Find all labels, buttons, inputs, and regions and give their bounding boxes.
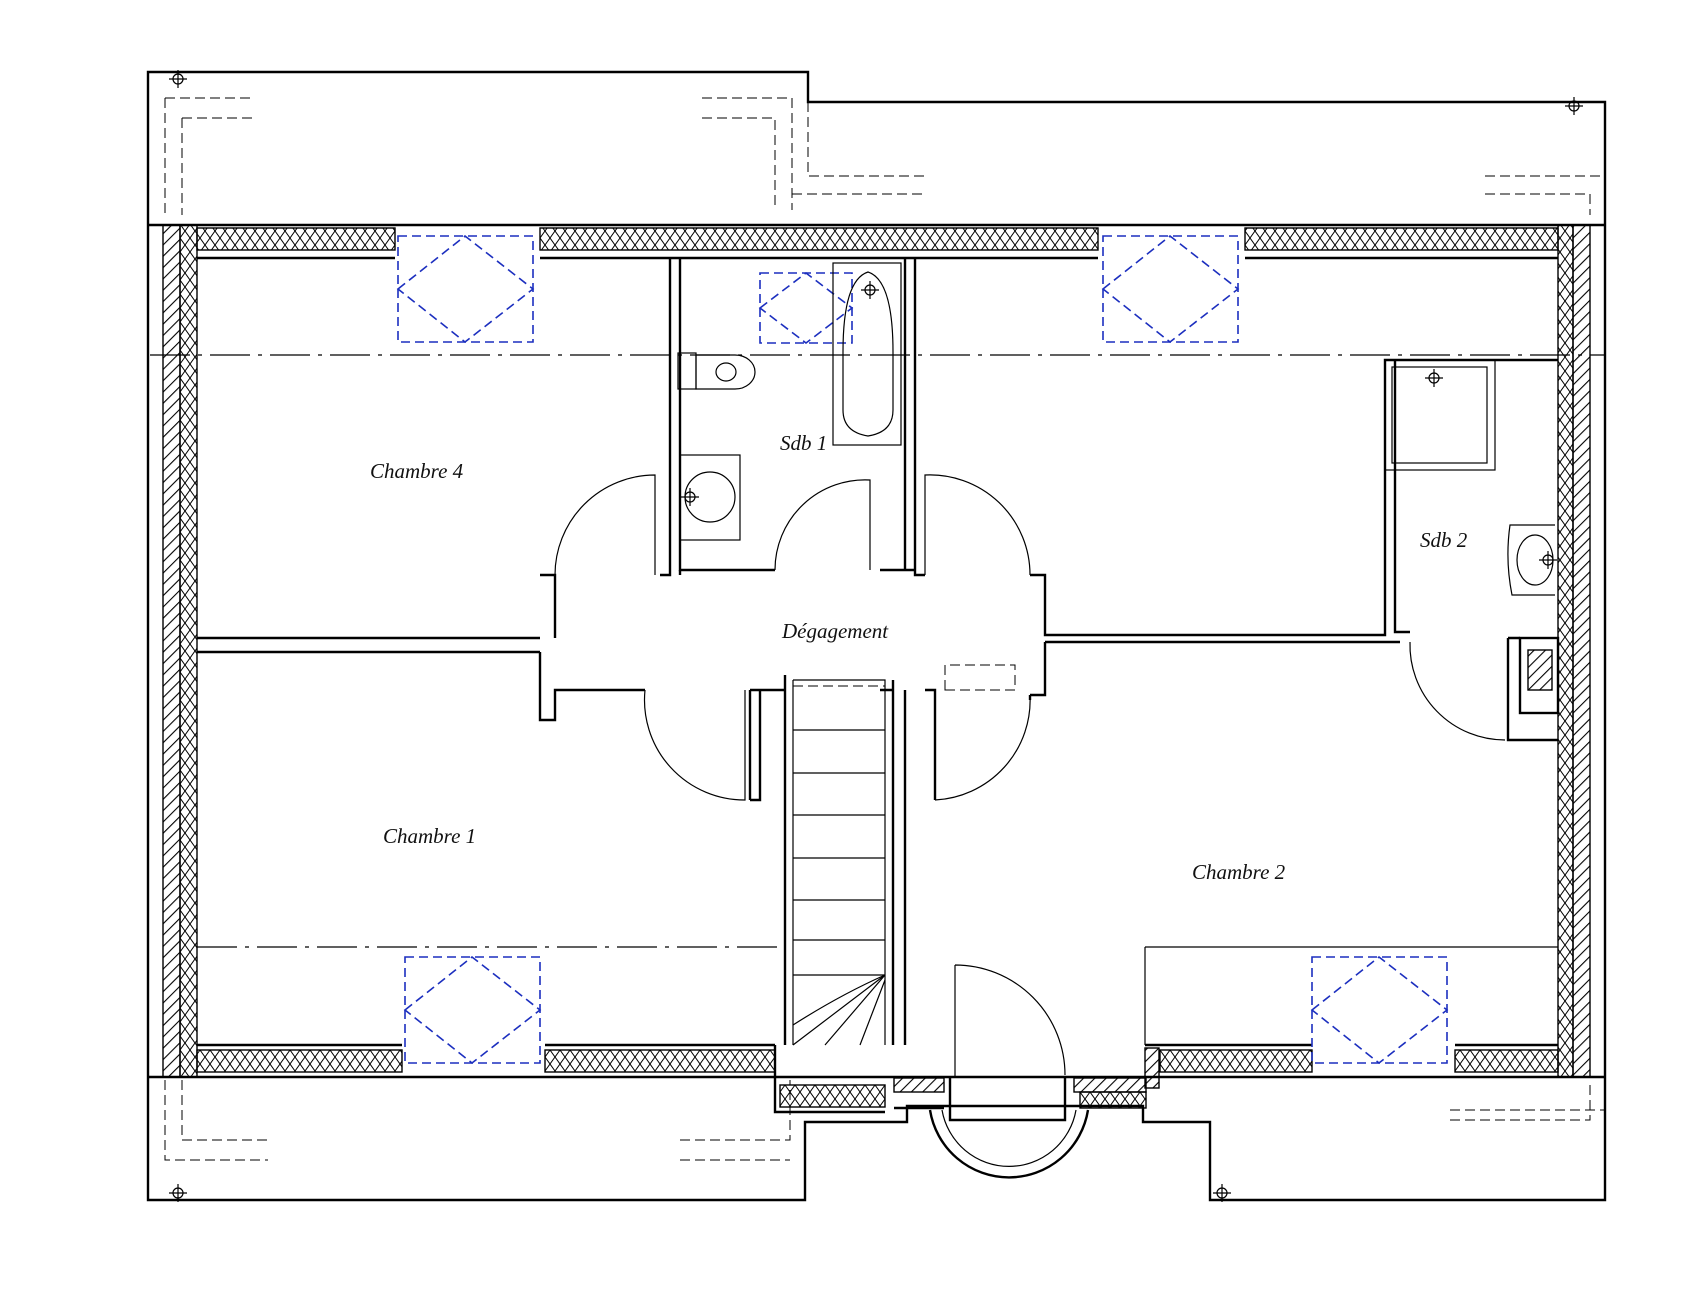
room-labels: Chambre 4 Chambre 1 Chambre 2 Sdb 1 Sdb … (370, 431, 1468, 884)
staircase (792, 679, 886, 1046)
sink-sdb2 (1507, 524, 1558, 596)
label-degagement: Dégagement (781, 619, 889, 643)
label-sdb2: Sdb 2 (1420, 528, 1468, 552)
roof-window-chambre3 (1101, 234, 1240, 344)
label-chambre1: Chambre 1 (383, 824, 476, 848)
roof-window-chambre4 (396, 234, 535, 344)
sink-sdb1 (679, 454, 741, 541)
exterior-walls (148, 223, 1605, 1179)
bathtub (832, 262, 902, 446)
chambre2-sill (1144, 946, 1558, 1045)
fixtures (677, 262, 1558, 596)
doors (554, 474, 1506, 1078)
roof-window-sdb1 (758, 271, 854, 345)
roof-outline (146, 69, 1607, 1203)
shower (1384, 359, 1496, 471)
interior-walls (197, 258, 1560, 1046)
label-chambre4: Chambre 4 (370, 459, 464, 483)
label-sdb1: Sdb 1 (780, 431, 827, 455)
wc (677, 352, 756, 390)
roof-windows (396, 234, 1449, 1065)
roof-window-chambre1 (403, 955, 542, 1065)
roof-window-chambre2 (1310, 955, 1449, 1065)
label-chambre2: Chambre 2 (1192, 860, 1286, 884)
